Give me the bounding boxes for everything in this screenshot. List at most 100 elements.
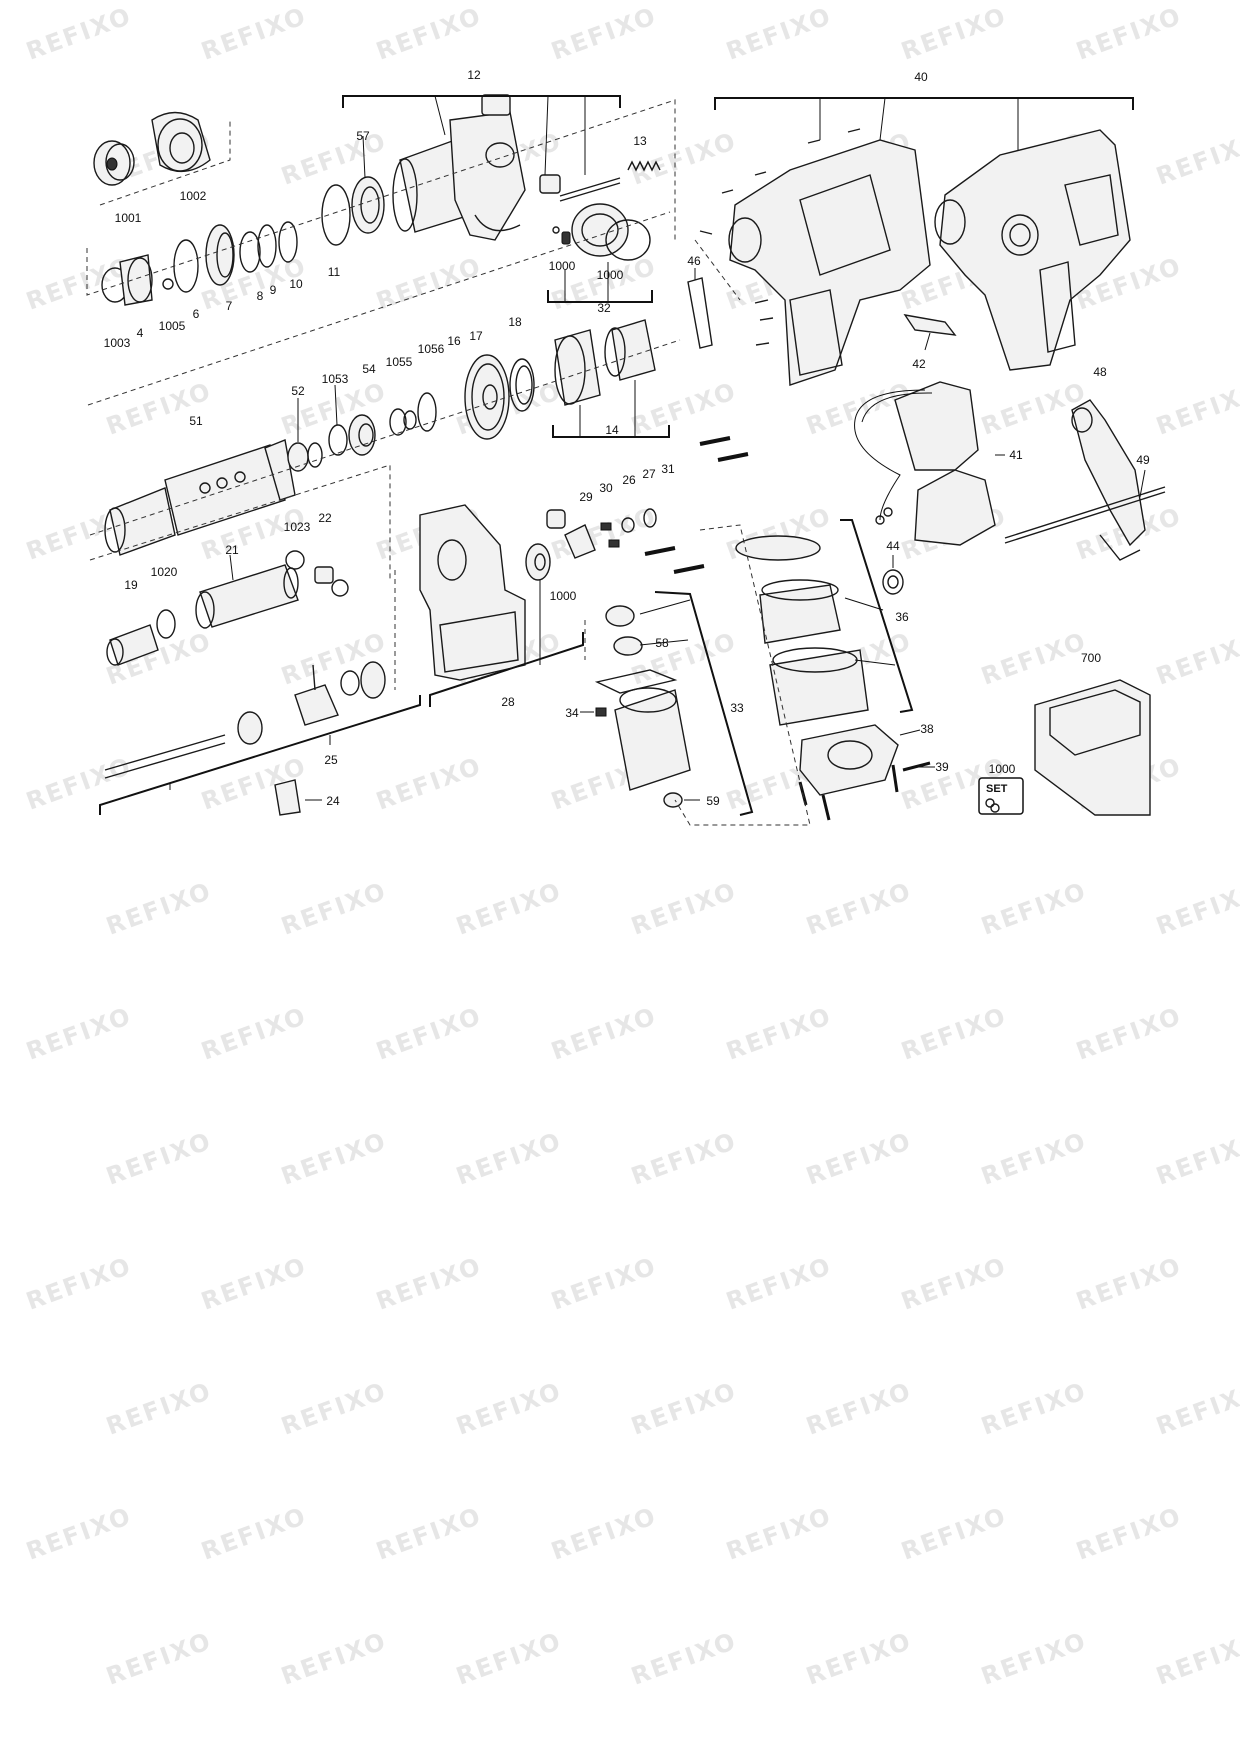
watermark-text: REFIXO [197,2,310,66]
part-19-chuck-small [106,624,159,666]
watermark-text: REFIXO [897,1002,1010,1066]
watermark-text: REFIXO [977,1627,1090,1691]
callout-1000-b: 1000 [597,268,624,282]
housing-screws [699,128,861,346]
callout-9: 9 [270,283,277,297]
watermark-text: REFIXO [372,752,485,816]
watermark-text: REFIXO [897,1252,1010,1316]
part-48-side-handle [1071,399,1146,561]
dashed-guides [86,99,811,826]
watermark-text: REFIXO [277,1627,390,1691]
part-41-switch-module [854,381,996,546]
watermark-text: REFIXO [22,1502,135,1566]
callout-32: 32 [597,301,611,315]
watermark-text: REFIXO [372,1002,485,1066]
callout-12: 12 [467,68,481,82]
callout-16: 16 [447,334,461,348]
part-18-ring [509,358,535,412]
callout-33: 33 [730,701,744,715]
callout-41: 41 [1009,448,1023,462]
watermark-text: REFIXO [1152,377,1240,441]
callout-54: 54 [362,362,376,376]
bracket-lines [99,95,1146,816]
callout-1055: 1055 [386,355,413,369]
part-700-carry-case [1034,679,1151,816]
watermark-text: REFIXO [372,2,485,66]
callout-26: 26 [622,473,636,487]
callout-4: 4 [137,326,144,340]
watermark-text: REFIXO [22,1252,135,1316]
watermark-text: REFIXO [802,1627,915,1691]
callout-24: 24 [326,794,340,808]
callout-48: 48 [1093,365,1107,379]
watermark-text: REFIXO [372,1252,485,1316]
part-1000-clutch-ring [552,203,651,261]
watermark-text: REFIXO [802,877,915,941]
watermark-text: REFIXO [197,1252,310,1316]
callout-57: 57 [356,129,370,143]
watermark-text: REFIXO [627,627,740,691]
part-44-spring [882,569,904,595]
watermark-text: REFIXO [977,1377,1090,1441]
watermark-text: REFIXO [102,1627,215,1691]
part-36-field-housing [735,535,869,726]
watermark-text: REFIXO [372,1502,485,1566]
callout-38: 38 [920,722,934,736]
part-24-clip [274,779,301,816]
callout-44: 44 [886,539,900,553]
part-33-armature [594,605,691,808]
watermark-text: REFIXO [547,1252,660,1316]
callout-22: 22 [318,511,332,525]
watermark-text: REFIXO [1152,1127,1240,1191]
callout-8: 8 [257,289,264,303]
pin-and-small-cylinder [539,174,621,202]
watermark-text: REFIXO [627,1127,740,1191]
watermark-text: REFIXO [897,2,1010,66]
callout-49: 49 [1136,453,1150,467]
part-21-tube [195,564,299,629]
watermark-text: REFIXO [1072,1252,1185,1316]
watermark-text: REFIXO [452,877,565,941]
watermark-text: REFIXO [722,1002,835,1066]
watermark-text: REFIXO [547,1502,660,1566]
callout-1002: 1002 [180,189,207,203]
watermark-text: REFIXO [1152,1377,1240,1441]
callout-1023: 1023 [284,520,311,534]
part-1002-sleeve [151,111,211,173]
callout-31: 31 [661,462,675,476]
callout-13: 13 [633,134,647,148]
part-22-pin-set [285,550,349,597]
callout-1003: 1003 [104,336,131,350]
part-38-brush-plate [799,724,899,796]
callout-52: 52 [291,384,305,398]
watermark-text: REFIXO [722,1252,835,1316]
watermark-text: REFIXO [1072,2,1185,66]
set-badge-label: SET [986,783,1008,795]
callout-1000-a: 1000 [549,259,576,273]
part-40-housing-left [728,139,931,386]
callout-40: 40 [914,70,928,84]
part-25-crankshaft [104,661,386,779]
part-1000-bearing-lower [525,543,551,581]
part-42-lever [903,314,957,336]
watermark-text: REFIXO [1152,1627,1240,1691]
callout-10: 10 [289,277,303,291]
part-1020-ring [156,609,176,639]
watermark-text: REFIXO [627,1627,740,1691]
watermark-text: REFIXO [197,1502,310,1566]
callout-58: 58 [655,636,669,650]
watermark-text: REFIXO [452,1627,565,1691]
callout-1056: 1056 [418,342,445,356]
part-1001-cap [93,140,135,186]
watermark-text: REFIXO [452,1127,565,1191]
part-46-label-plate [687,277,713,349]
callout-labels: 12 40 57 13 1001 1002 11 1000 1000 32 46… [104,68,1150,808]
callout-1000-set: 1000 [989,762,1016,776]
watermark-text: REFIXO [627,877,740,941]
watermark-text: REFIXO [1152,127,1240,191]
watermark-text: REFIXO [102,377,215,441]
watermark-text: REFIXO [102,1127,215,1191]
part-17-gear [464,354,510,440]
watermark-text: REFIXO [277,877,390,941]
